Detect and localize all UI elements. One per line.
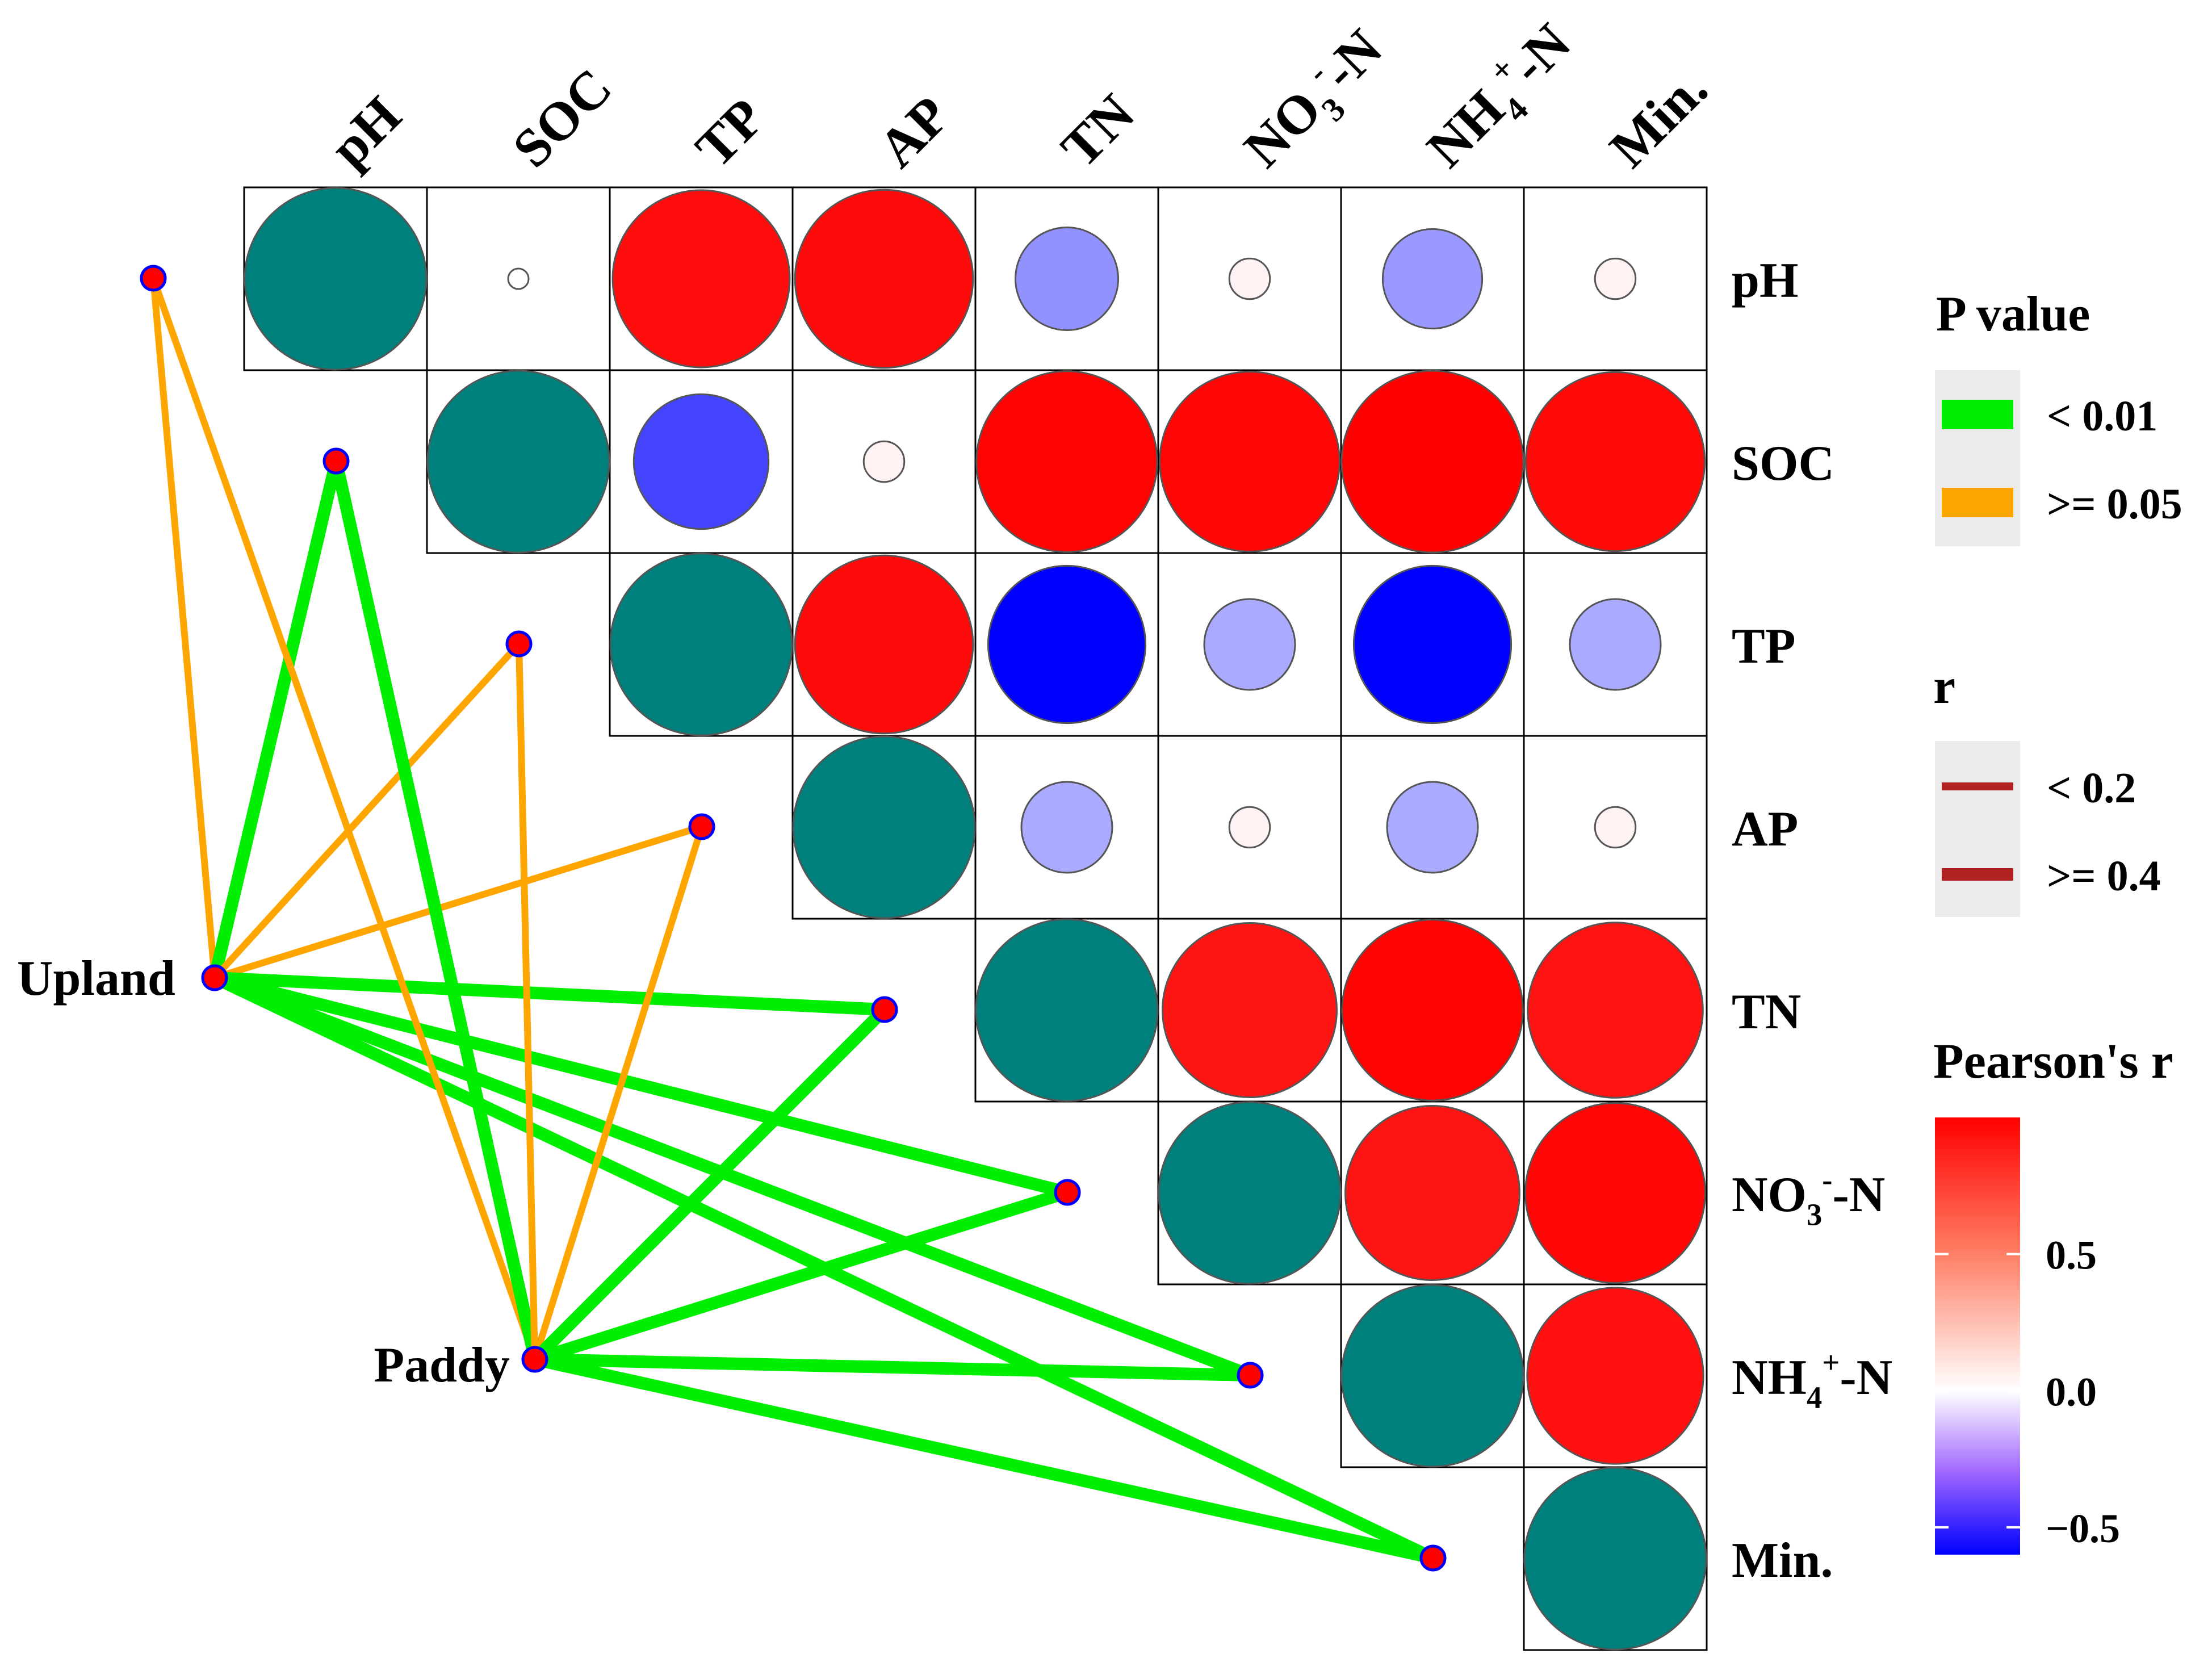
- corr-circle-tn-no3minus-n: [1162, 922, 1338, 1098]
- node-tp: [505, 630, 533, 658]
- correlation-circles: [244, 187, 1707, 1651]
- corr-circle-no3minus-n-no3minus-n: [1158, 1101, 1342, 1285]
- corr-circle-ap-min: [1594, 806, 1637, 849]
- node-upland: [201, 964, 228, 991]
- link-upland-no3minus-n: [213, 972, 1069, 1199]
- corr-circle-soc-nh4plus-n: [1340, 370, 1524, 554]
- corr-circle-soc-ap: [862, 440, 906, 483]
- row-label-ap: AP: [1732, 802, 1798, 857]
- corr-circle-ap-tn: [1020, 781, 1113, 874]
- row-label-soc: SOC: [1732, 436, 1834, 491]
- corr-circle-ph-tp: [611, 189, 791, 369]
- corr-circle-nh4plus-n-nh4plus-n: [1340, 1284, 1524, 1468]
- link-paddy-nh4plus-n: [534, 1353, 1251, 1381]
- corr-circle-tp-tn: [987, 564, 1147, 725]
- link-upland-nh4plus-n: [212, 972, 1252, 1381]
- group-label-upland: Upland: [17, 951, 175, 1006]
- legend-p-title: P value: [1936, 287, 2090, 342]
- row-label-ph: pH: [1732, 253, 1798, 308]
- link-upland-ap: [213, 823, 703, 981]
- group-label-paddy: Paddy: [374, 1338, 510, 1393]
- corr-circle-tp-ap: [794, 554, 974, 735]
- corr-circle-soc-min: [1524, 371, 1706, 552]
- link-paddy-tp: [516, 643, 538, 1360]
- corr-circle-tp-no3minus-n: [1203, 598, 1296, 691]
- row-label-min: Min.: [1732, 1533, 1833, 1588]
- legend-p-label-0: < 0.01: [2047, 392, 2157, 440]
- node-tn: [871, 996, 898, 1023]
- node-ap: [688, 813, 715, 840]
- corr-circle-ph-soc: [507, 267, 530, 290]
- corr-circle-ph-min: [1594, 257, 1637, 300]
- node-ph: [140, 265, 167, 292]
- corr-circle-ph-ph: [244, 187, 428, 371]
- corr-circle-ph-tn: [1014, 226, 1120, 332]
- corr-circle-tn-nh4plus-n: [1341, 919, 1524, 1102]
- row-label-tp: TP: [1732, 619, 1795, 674]
- corr-circle-ph-ap: [794, 189, 974, 369]
- corr-circle-no3minus-n-nh4plus-n: [1344, 1105, 1520, 1281]
- corr-circle-soc-tn: [975, 370, 1158, 553]
- link-paddy-tn: [530, 1005, 889, 1364]
- corr-circle-tp-min: [1569, 598, 1662, 691]
- node-nh4plus-n: [1237, 1362, 1264, 1389]
- corr-circle-ap-nh4plus-n: [1386, 781, 1479, 874]
- corr-circle-tn-min: [1527, 922, 1704, 1099]
- link-upland-tp: [212, 641, 522, 981]
- corr-circle-no3minus-n-min: [1524, 1102, 1706, 1284]
- corr-circle-soc-soc: [426, 370, 610, 554]
- node-paddy: [521, 1346, 548, 1373]
- link-paddy-min: [533, 1353, 1435, 1564]
- legend-p-key-0: [1942, 400, 2013, 429]
- colorbar-tick-label-2: −0.5: [2046, 1506, 2120, 1551]
- legend: P value < 0.01 >= 0.05 r < 0.2 >= 0.4Pearson'…: [1933, 287, 2182, 1555]
- legend-r-label-1: >= 0.4: [2047, 852, 2161, 900]
- legend-r-panel: [1935, 741, 2020, 917]
- node-no3minus-n: [1054, 1179, 1081, 1206]
- corr-circle-ph-no3minus-n: [1228, 257, 1271, 300]
- row-label-no3minus-n: NO3--N: [1732, 1162, 1885, 1232]
- legend-p-key-1: [1942, 488, 2013, 517]
- link-upland-ph: [150, 278, 218, 978]
- corr-circle-nh4plus-n-min: [1526, 1287, 1704, 1465]
- corr-circle-soc-no3minus-n: [1159, 371, 1340, 552]
- link-paddy-ph: [150, 277, 538, 1360]
- link-paddy-no3minus-n: [533, 1186, 1070, 1366]
- legend-r-title: r: [1933, 659, 1955, 714]
- corr-circle-tn-tn: [975, 918, 1159, 1102]
- colorbar-tick-label-0: 0.5: [2046, 1233, 2097, 1278]
- node-min: [1419, 1544, 1447, 1572]
- corr-circle-ap-ap: [792, 735, 976, 919]
- corr-circle-tp-nh4plus-n: [1352, 564, 1513, 725]
- mantel-links: [150, 277, 1436, 1564]
- legend-p-label-1: >= 0.05: [2047, 480, 2182, 528]
- corr-circle-tp-tp: [609, 552, 793, 736]
- link-paddy-ap: [531, 826, 705, 1360]
- corr-circle-ph-nh4plus-n: [1381, 228, 1484, 330]
- corr-circle-soc-tp: [632, 393, 770, 530]
- legend-colorbar: [1935, 1117, 2020, 1555]
- corr-circle-min-min: [1523, 1467, 1707, 1651]
- link-paddy-soc: [330, 459, 541, 1361]
- link-upland-soc: [208, 459, 342, 979]
- corr-circle-ap-no3minus-n: [1228, 806, 1271, 849]
- legend-colorbar-title: Pearson's r: [1933, 1034, 2173, 1089]
- link-upland-tn: [214, 972, 885, 1016]
- node-soc: [322, 447, 350, 475]
- legend-p-panel: [1935, 370, 2020, 546]
- legend-r-label-0: < 0.2: [2047, 764, 2136, 812]
- row-label-nh4plus-n: NH4+-N: [1732, 1345, 1892, 1415]
- mantel-nodes: [140, 265, 1447, 1572]
- colorbar-tick-label-1: 0.0: [2046, 1369, 2097, 1414]
- row-label-tn: TN: [1732, 985, 1801, 1040]
